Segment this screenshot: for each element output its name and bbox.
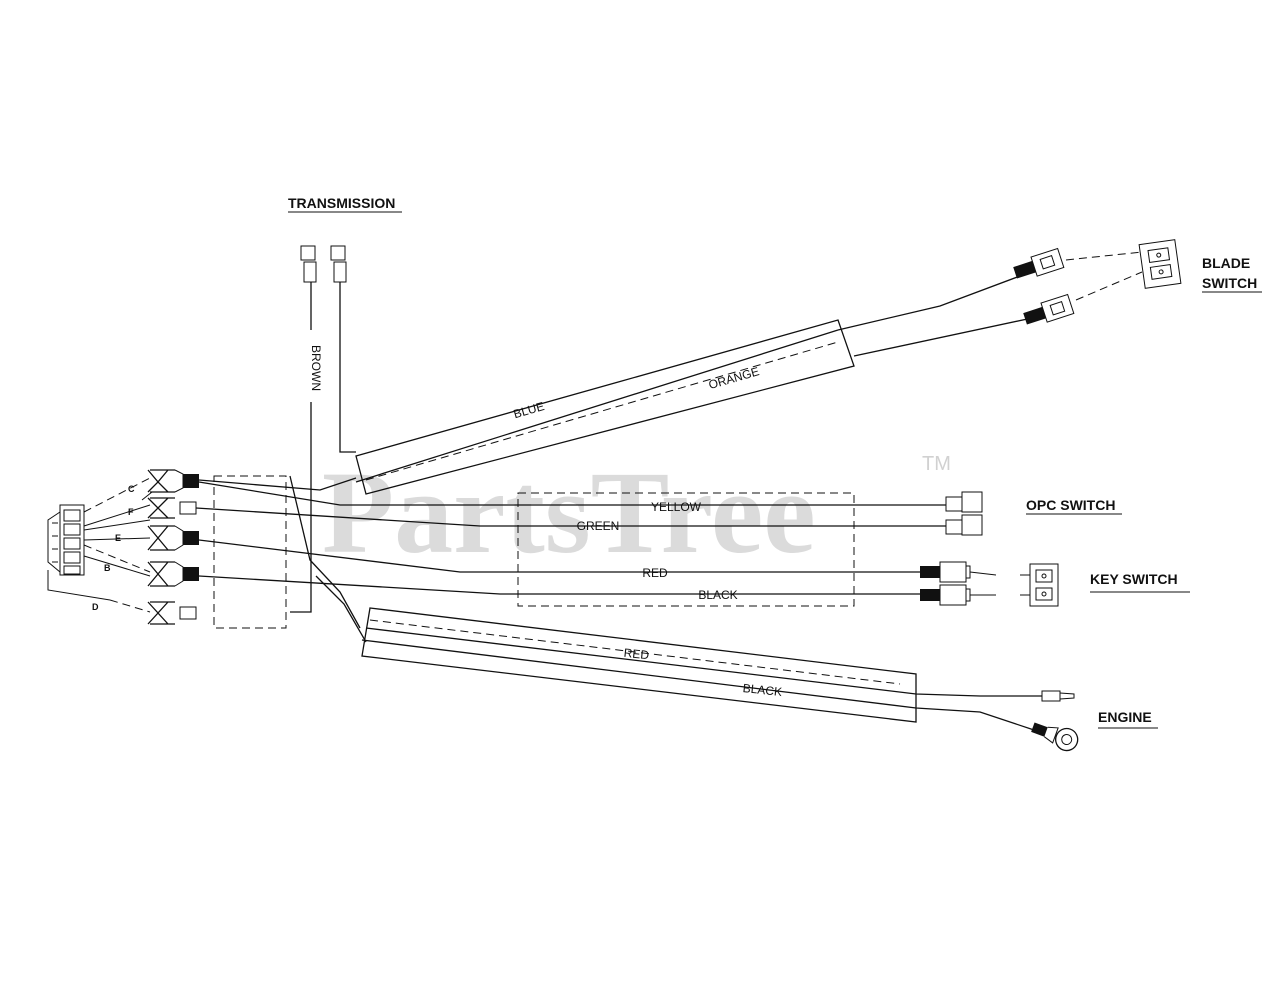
key-switch-label: KEY SWITCH xyxy=(1090,571,1178,587)
engine-label: ENGINE xyxy=(1098,709,1152,725)
watermark-text: PartsTree xyxy=(322,447,816,578)
opc-key-harness: YELLOW GREEN RED BLACK OPC SWITCH xyxy=(195,481,1190,607)
terminal-f xyxy=(147,497,197,519)
watermark-trademark: TM xyxy=(922,453,951,475)
engine-bullet-connector xyxy=(1041,690,1075,702)
pin-b-label: B xyxy=(104,563,111,573)
opc-switch-label: OPC SWITCH xyxy=(1026,497,1115,513)
terminal-e xyxy=(147,525,199,551)
crimp-terminals xyxy=(141,469,199,625)
terminal-boot-outline xyxy=(213,475,287,629)
opc-connectors xyxy=(945,491,983,536)
terminal-d xyxy=(147,601,197,625)
pin-f-label: F xyxy=(128,507,134,517)
pin-e-label: E xyxy=(115,533,121,543)
pin-c-label: C xyxy=(128,484,135,494)
black-engine-wire-label: BLACK xyxy=(742,681,783,699)
blade-switch-icon xyxy=(1138,239,1182,289)
blade-connector-2 xyxy=(1023,293,1075,325)
partstree-watermark: PartsTree TM xyxy=(322,447,951,578)
terminal-c xyxy=(141,469,199,501)
green-wire-label: GREEN xyxy=(577,519,620,533)
black-key-wire-label: BLACK xyxy=(698,588,737,602)
terminal-b xyxy=(147,561,199,587)
transmission-label: TRANSMISSION xyxy=(288,195,395,211)
engine-harness: RED BLACK ENGINE xyxy=(289,475,1158,752)
blade-switch-label-line1: BLADE xyxy=(1202,255,1250,271)
main-harness-connector xyxy=(47,504,85,576)
brown-wire-label: BROWN xyxy=(309,345,323,391)
key-switch-connectors xyxy=(920,561,971,606)
blue-wire-label: BLUE xyxy=(512,399,546,421)
blade-switch-label-line2: SWITCH xyxy=(1202,275,1257,291)
opc-key-sleeve xyxy=(517,492,855,607)
red-key-wire-label: RED xyxy=(642,566,668,580)
yellow-wire-label: YELLOW xyxy=(651,500,702,514)
pin-d-label: D xyxy=(92,602,99,612)
blade-connector-1 xyxy=(1013,247,1065,279)
red-engine-wire-label: RED xyxy=(623,646,650,663)
engine-ring-terminal xyxy=(1031,722,1079,752)
key-switch-icon xyxy=(1029,563,1059,607)
transmission-group: TRANSMISSION BROWN xyxy=(288,195,402,613)
connector-fanout-lines xyxy=(47,477,151,613)
